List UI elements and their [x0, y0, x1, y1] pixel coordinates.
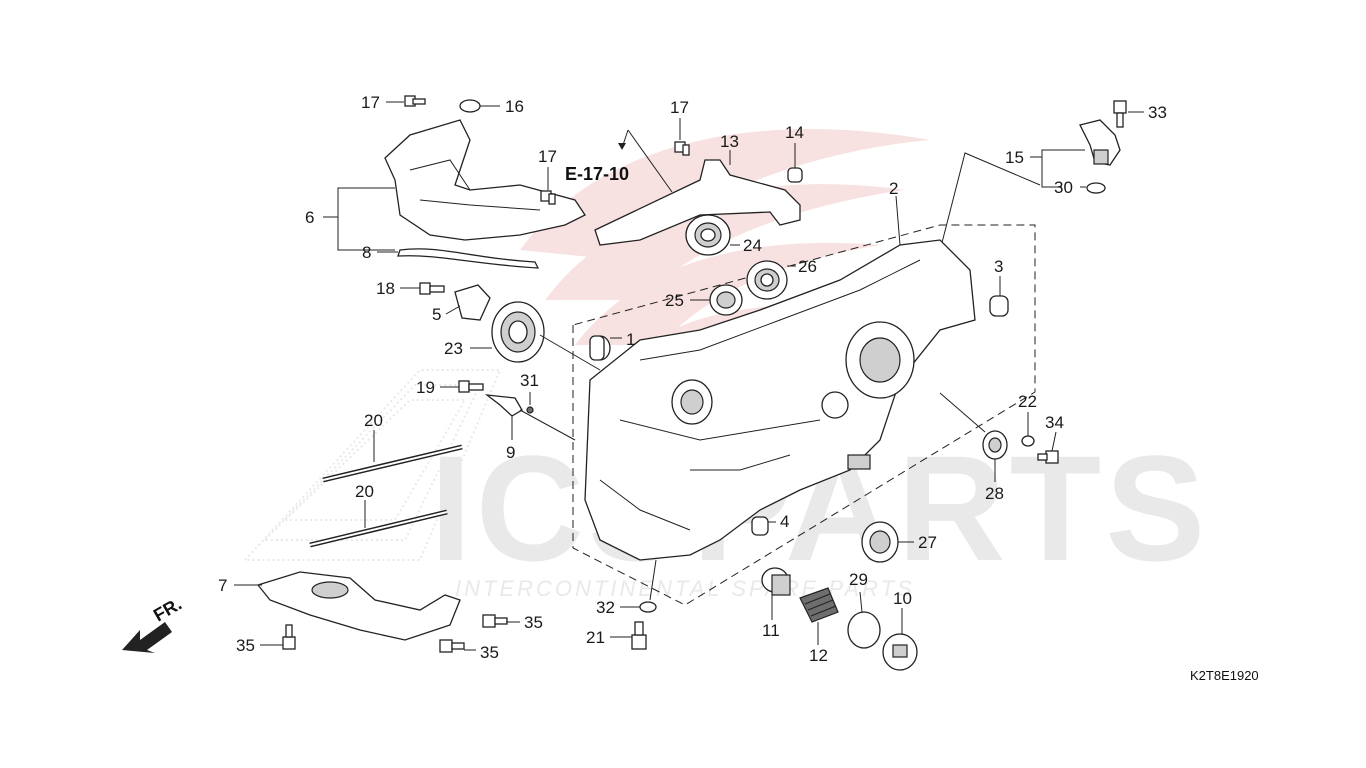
- part-1-dowel: [589, 335, 611, 361]
- callout-26: 26: [798, 257, 817, 276]
- callout-9: 9: [506, 443, 515, 462]
- callout-31: 31: [520, 371, 539, 390]
- callout-17-b: 17: [670, 98, 689, 117]
- part-12-spring: [799, 587, 839, 623]
- callout-28: 28: [985, 484, 1004, 503]
- front-arrow-icon: [122, 622, 172, 653]
- part-16-grommet: [459, 99, 481, 113]
- leader-lines: [234, 101, 1144, 651]
- part-22-washer: [1021, 435, 1035, 447]
- part-23-oil-seal: [491, 301, 545, 363]
- callout-3: 3: [994, 257, 1003, 276]
- callout-5: 5: [432, 305, 441, 324]
- section-reference: E-17-10: [565, 164, 629, 184]
- part-7-lower-cover: [256, 571, 461, 641]
- callout-23: 23: [444, 339, 463, 358]
- callout-15: 15: [1005, 148, 1024, 167]
- drawing-code: K2T8E1920: [1190, 668, 1259, 683]
- callout-8: 8: [362, 243, 371, 262]
- callout-12: 12: [809, 646, 828, 665]
- part-6-upper-cover: [384, 119, 586, 241]
- callout-16: 16: [505, 97, 524, 116]
- callout-17-c: 17: [538, 147, 557, 166]
- part-15-sensor: [1079, 119, 1121, 166]
- part-19-bolt: [458, 380, 484, 393]
- part-35-bolt-a: [282, 624, 296, 650]
- callout-10: 10: [893, 589, 912, 608]
- callout-35-b: 35: [524, 613, 543, 632]
- callout-18: 18: [376, 279, 395, 298]
- callout-14: 14: [785, 123, 804, 142]
- part-4-collar: [751, 516, 769, 536]
- callout-25: 25: [665, 291, 684, 310]
- callout-4: 4: [780, 512, 789, 531]
- callout-7: 7: [218, 576, 227, 595]
- callout-34: 34: [1045, 413, 1064, 432]
- part-17-bolt-b: [674, 141, 690, 156]
- part-5-clip: [454, 284, 491, 321]
- part-31-clip: [526, 406, 534, 414]
- part-33-bolt: [1113, 100, 1127, 128]
- callout-17-a: 17: [361, 93, 380, 112]
- part-14-grommet: [787, 167, 803, 183]
- part-20-stud-upper: [322, 444, 463, 483]
- part-34-bolt: [1037, 450, 1059, 464]
- part-27-seal: [861, 521, 899, 563]
- callout-13: 13: [720, 132, 739, 151]
- callout-19: 19: [416, 378, 435, 397]
- part-10-drain-cap: [882, 633, 918, 671]
- part-25-bearing: [709, 284, 743, 316]
- callout-2: 2: [889, 179, 898, 198]
- part-3-collar: [989, 295, 1009, 317]
- part-11-strainer: [761, 567, 791, 596]
- callout-11: 11: [762, 621, 780, 640]
- callout-35-a: 35: [236, 636, 255, 655]
- callout-35-c: 35: [480, 643, 499, 662]
- part-21-drain-bolt: [631, 621, 647, 650]
- part-29-o-ring: [847, 611, 881, 649]
- sensor-bracket-line: [934, 152, 1041, 271]
- callout-20-b: 20: [355, 482, 374, 501]
- part-18-bolt: [419, 282, 445, 295]
- front-indicator-label: FR.: [150, 594, 185, 626]
- part-9-guide: [484, 394, 523, 417]
- watermark-sub-text: INTERCONTINENTAL SPARE PARTS: [455, 576, 915, 601]
- callout-1: 1: [626, 330, 635, 349]
- part-13-bracket: [594, 159, 801, 246]
- callout-labels: 1 2 3 4 5 6 7 8 9 10 11 12 13 14 15 16 1…: [218, 93, 1167, 665]
- part-35-bolt-c: [439, 639, 465, 653]
- part-35-bolt-b: [482, 614, 508, 628]
- part-20-stud-lower: [309, 509, 448, 548]
- callout-30: 30: [1054, 178, 1073, 197]
- part-8-seal-strip: [397, 248, 540, 269]
- callout-20-a: 20: [364, 411, 383, 430]
- part-24-bearing: [685, 214, 731, 256]
- callout-22: 22: [1018, 392, 1037, 411]
- callout-33: 33: [1148, 103, 1167, 122]
- assembly-outline: [572, 224, 1036, 606]
- part-17-bolt-c: [540, 190, 556, 205]
- part-30-o-ring: [1086, 182, 1106, 194]
- callout-21: 21: [586, 628, 605, 647]
- callout-6: 6: [305, 208, 314, 227]
- callout-32: 32: [596, 598, 615, 617]
- part-17-bolt-a: [404, 95, 426, 107]
- callout-29: 29: [849, 570, 868, 589]
- part-28-seal: [982, 430, 1008, 460]
- part-32-washer: [639, 601, 657, 613]
- callout-24: 24: [743, 236, 762, 255]
- callout-27: 27: [918, 533, 937, 552]
- part-26-bearing: [746, 260, 788, 300]
- part-2-crankcase: [584, 239, 976, 561]
